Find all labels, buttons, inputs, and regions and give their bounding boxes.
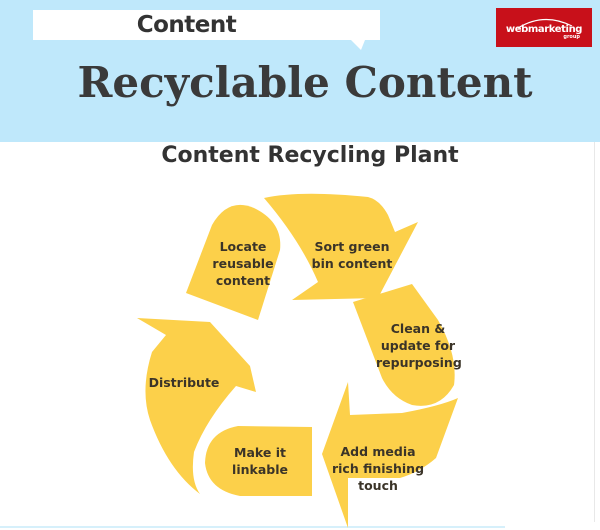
step-clean-shape bbox=[353, 284, 455, 406]
step-linkable-shape bbox=[205, 426, 312, 496]
right-border-divider bbox=[594, 142, 595, 522]
step-linkable-label: Make it linkable bbox=[232, 445, 288, 477]
step-distribute-label: Distribute bbox=[148, 375, 220, 390]
logo-brand-text: webmarketing bbox=[505, 24, 583, 35]
step-locate-label: Locate reusable content bbox=[212, 239, 274, 288]
step-locate-shape bbox=[186, 204, 281, 320]
content-tag-bubble: Content bbox=[33, 10, 380, 50]
step-media-shape bbox=[322, 382, 458, 528]
step-clean-label: Clean & update for repurposing bbox=[376, 321, 462, 370]
bottom-divider bbox=[0, 526, 505, 528]
step-sort-shape bbox=[264, 193, 418, 300]
step-distribute-shape bbox=[137, 318, 256, 494]
diagram-title: Content Recycling Plant bbox=[161, 143, 459, 168]
step-media-label: Add media rich finishing touch bbox=[331, 444, 425, 493]
logo-sub-text: group bbox=[563, 34, 580, 40]
content-tag-label: Content bbox=[136, 12, 237, 38]
page-title: Recyclable Content bbox=[77, 58, 533, 107]
step-sort-label: Sort green bin content bbox=[311, 239, 393, 271]
logo-arc-icon bbox=[517, 18, 573, 29]
webmarketing-logo: webmarketing group bbox=[496, 8, 592, 47]
